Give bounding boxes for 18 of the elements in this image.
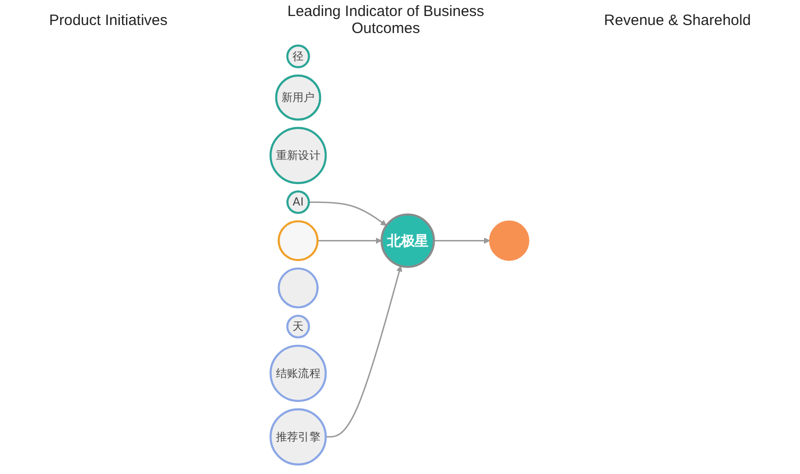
arrow: [309, 201, 388, 226]
column-heading: Product Initiatives: [49, 12, 168, 28]
node-circle: [489, 220, 530, 261]
node-circle: 天: [286, 314, 310, 338]
node-circle: 重新设计: [270, 126, 328, 184]
column-heading: Revenue & Sharehold: [604, 12, 751, 28]
node-circle: [278, 220, 320, 262]
node-circle: 结账流程: [270, 344, 328, 402]
arrow: [326, 266, 403, 438]
node-circle: 新用户: [276, 74, 322, 121]
node-circle: 推荐引擎: [270, 408, 328, 466]
arrow: [434, 238, 490, 244]
node-circle: 径: [286, 44, 310, 68]
node-circle: 北极星: [380, 213, 436, 268]
node-circle: AI: [286, 190, 310, 214]
arrow: [318, 238, 382, 244]
column-heading: Leading Indicator of Business Outcomes: [286, 3, 486, 37]
node-circle: [278, 267, 320, 308]
